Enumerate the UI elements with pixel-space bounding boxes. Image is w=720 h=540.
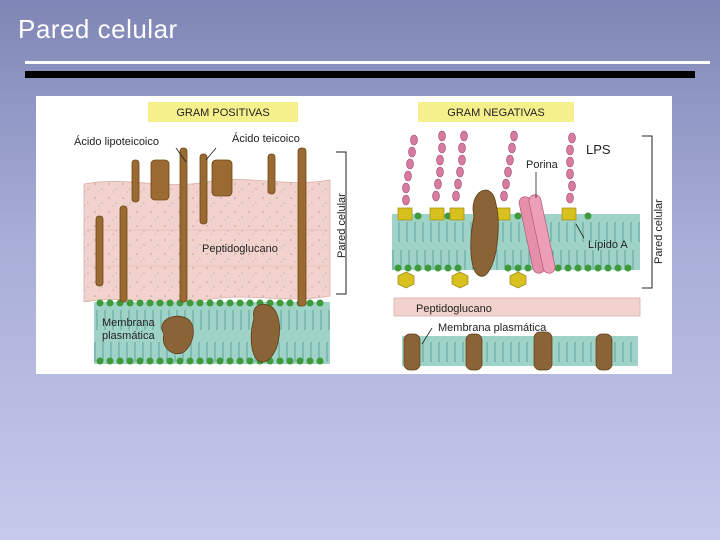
gram-positive-teichoic-rods [95, 147, 307, 307]
title-rule-thick [25, 71, 695, 78]
label-membrane-positive-line2: plasmática [102, 330, 155, 342]
label-membrane-positive-line1: Membrana [102, 317, 155, 329]
gram-positive-membrane [94, 302, 330, 364]
gram-positive-wall-bracket [336, 151, 347, 295]
gram-negative-porin [518, 194, 556, 274]
gram-positive-header: GRAM POSITIVAS [176, 107, 269, 119]
gram-negative-lps-chains [402, 130, 576, 206]
gram-negative-wall-bracket [642, 135, 653, 289]
label-lipoteichoic-acid: Ácido lipoteicoico [74, 135, 159, 148]
gram-positive-header-bg [148, 102, 298, 122]
label-teichoic-acid: Ácido teicoico [232, 132, 300, 145]
gram-negative-header-bg [418, 102, 574, 122]
label-porin: Porina [526, 159, 559, 171]
label-cell-wall-negative: Pared celular [653, 199, 665, 264]
gram-positive-membrane-protein [161, 315, 194, 355]
gram-positive-membrane-protein [250, 304, 280, 363]
label-cell-wall-positive: Pared celular [336, 193, 348, 258]
label-lps: LPS [586, 142, 611, 157]
label-peptidoglycan-negative: Peptidoglucano [416, 303, 492, 315]
label-lipid-a: Lípido A [588, 239, 628, 251]
gram-negative-outer-membrane [392, 214, 640, 270]
cell-wall-figure: GRAM POSITIVAS [36, 96, 672, 374]
slide-title: Pared celular [18, 14, 178, 44]
gram-negative-peptidoglycan [393, 297, 641, 317]
gram-negative-panel: GRAM NEGATIVAS [392, 102, 665, 371]
label-membrane-negative: Membrana plasmática [438, 322, 547, 334]
label-peptidoglycan-positive: Peptidoglucano [202, 243, 278, 255]
cell-wall-diagram: GRAM POSITIVAS [74, 102, 665, 371]
gram-negative-lipid-a-blocks [397, 207, 577, 289]
gram-negative-membrane-proteins [403, 331, 613, 371]
title-rule-thin [25, 61, 710, 64]
gram-negative-outer-protein [470, 189, 499, 277]
gram-positive-panel: GRAM POSITIVAS [74, 102, 348, 365]
gram-negative-header: GRAM NEGATIVAS [447, 107, 544, 119]
gram-negative-outer-heads [394, 212, 632, 272]
